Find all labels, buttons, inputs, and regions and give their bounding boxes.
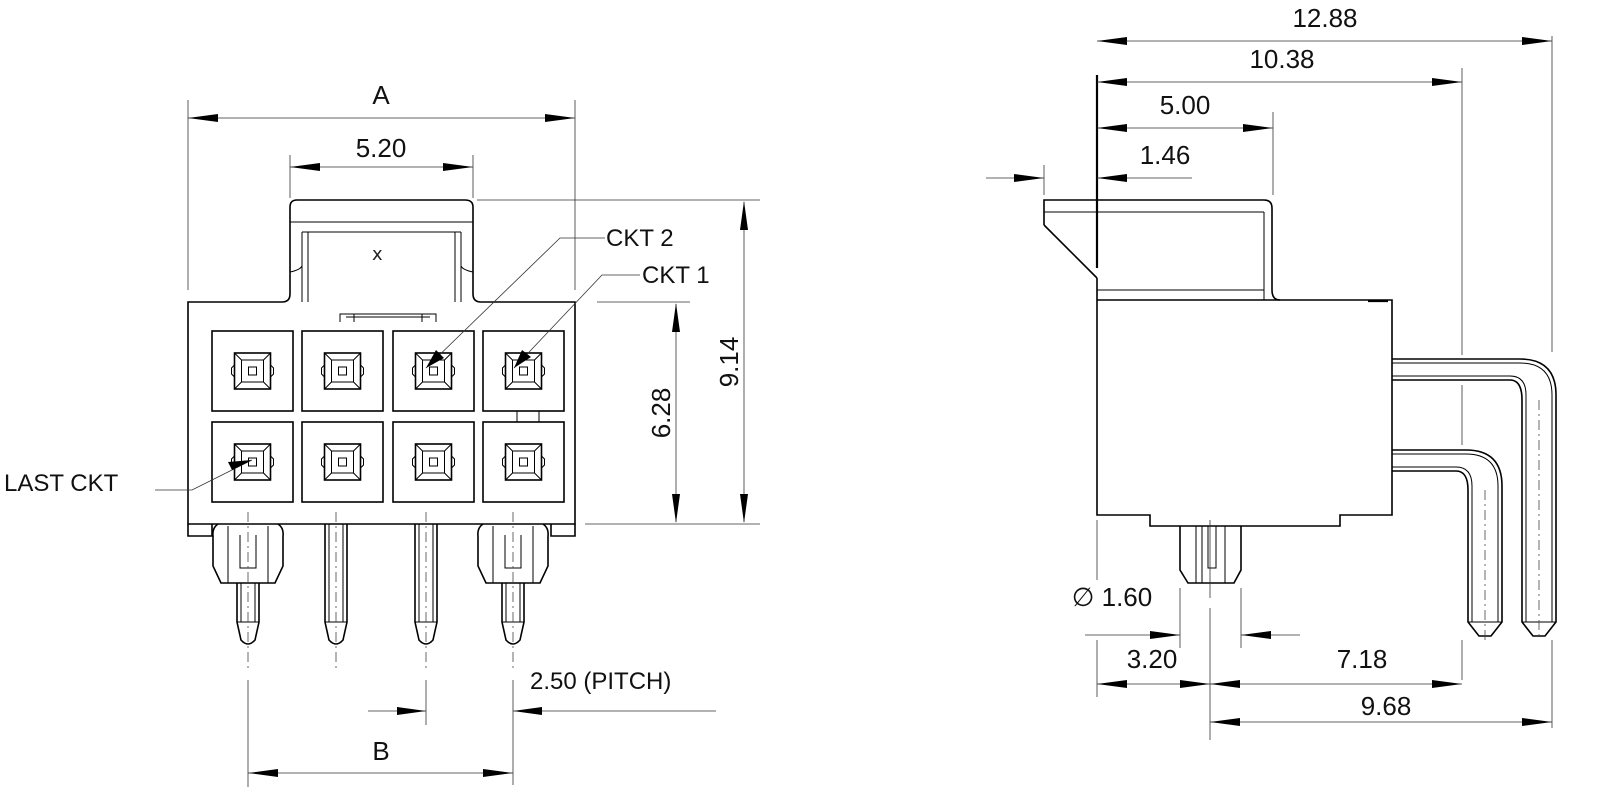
side-peg [1179, 526, 1242, 584]
dimension-overall-height-label: 9.14 [714, 337, 744, 388]
terminal-square [323, 352, 362, 390]
side-body [1096, 278, 1393, 527]
dimension-b-label: B [372, 736, 389, 766]
front-pin [1392, 449, 1503, 637]
circuit-cavity [392, 330, 475, 412]
latch-window [301, 231, 462, 302]
latch-ramp [1043, 224, 1098, 279]
circuit-cavity [211, 421, 294, 503]
callout-last-ckt-label: LAST CKT [4, 470, 119, 497]
polarization-key [339, 313, 437, 322]
dimension-rear-pin-from-peg-label: 9.68 [1361, 691, 1412, 721]
rear-pin [1392, 358, 1557, 637]
latch-mark: x [372, 244, 383, 265]
terminal-square [414, 443, 453, 481]
circuit-cavity [482, 330, 565, 412]
base-feet [187, 524, 576, 537]
dimension-latch-width: 5.20 [289, 133, 474, 198]
side-view: 12.88 10.38 5.00 1.46 [986, 3, 1557, 740]
front-pin-inner [1392, 453, 1502, 623]
boardlock-peg [212, 523, 284, 584]
pin [324, 512, 348, 668]
pin-tail [236, 583, 260, 645]
callout-ckt1-label: CKT 1 [642, 262, 710, 289]
dimension-rear-pin-offset: 10.38 [1097, 44, 1462, 86]
pin [414, 512, 438, 668]
circuit-cavity [482, 421, 565, 503]
dimension-front-pin-offset-label: 7.18 [1337, 644, 1388, 674]
housing-outline [187, 199, 576, 525]
terminal-square [504, 443, 543, 481]
cavity-grid [211, 330, 565, 503]
dimension-rear-pin-offset-label: 10.38 [1249, 44, 1314, 74]
latch-arm [1043, 199, 1281, 301]
pin-tail [414, 524, 438, 645]
circuit-cavity [301, 330, 384, 412]
dimension-latch-width-label: 5.20 [356, 133, 407, 163]
dimension-rear-pin-from-peg: 9.68 [1210, 691, 1552, 726]
dimension-a-label: A [372, 80, 390, 110]
dimension-overall-height: 9.14 [477, 199, 760, 525]
dimension-peg-offset: 3.20 [1097, 644, 1210, 688]
boardlock-peg [477, 523, 549, 584]
dimension-peg-diameter: ∅ 1.60 [1072, 582, 1300, 639]
dimension-latch-length-label: 5.00 [1160, 90, 1211, 120]
dimension-pitch: 2.50 (PITCH) [368, 668, 716, 785]
dimension-front-pin-offset: 7.18 [1210, 644, 1462, 688]
dimension-mating-height-label: 6.28 [646, 388, 676, 439]
circuit-cavity [211, 330, 294, 412]
rear-pin-inner [1392, 362, 1556, 623]
dimension-latch-length: 5.00 [1097, 90, 1273, 132]
pin [477, 512, 549, 668]
dimension-pitch-label: 2.50 (PITCH) [530, 668, 671, 695]
terminal-square [233, 352, 272, 390]
side-peg-inner [1195, 526, 1226, 583]
dimension-latch-overhang-label: 1.46 [1140, 140, 1191, 170]
front-view: x A 5.20 [4, 80, 760, 787]
dimension-mating-height: 6.28 [597, 301, 690, 523]
pin-tail [501, 583, 525, 645]
terminal-square [323, 443, 362, 481]
latch-fillet [289, 265, 474, 273]
callout-ckt2: CKT 2 [425, 225, 674, 369]
circuit-cavity [301, 421, 384, 503]
terminal-square [414, 352, 453, 390]
latch-arm-inner [1044, 211, 1265, 300]
front-pins [212, 512, 549, 668]
dimension-peg-offset-label: 3.20 [1127, 644, 1178, 674]
dimension-latch-overhang: 1.46 [986, 140, 1192, 182]
pin [212, 512, 284, 668]
cavity-divider [516, 411, 540, 422]
dimension-peg-diameter-label: ∅ 1.60 [1072, 582, 1152, 612]
pin-tail [324, 524, 348, 645]
callout-last-ckt: LAST CKT [4, 459, 253, 497]
dimension-a: A [187, 80, 576, 290]
callout-ckt1: CKT 1 [513, 262, 710, 369]
dimension-b: B [247, 680, 513, 787]
circuit-cavity [392, 421, 475, 503]
dimension-overall-depth: 12.88 [1097, 3, 1552, 45]
dimension-overall-depth-label: 12.88 [1292, 3, 1357, 33]
callout-ckt2-label: CKT 2 [606, 225, 674, 252]
